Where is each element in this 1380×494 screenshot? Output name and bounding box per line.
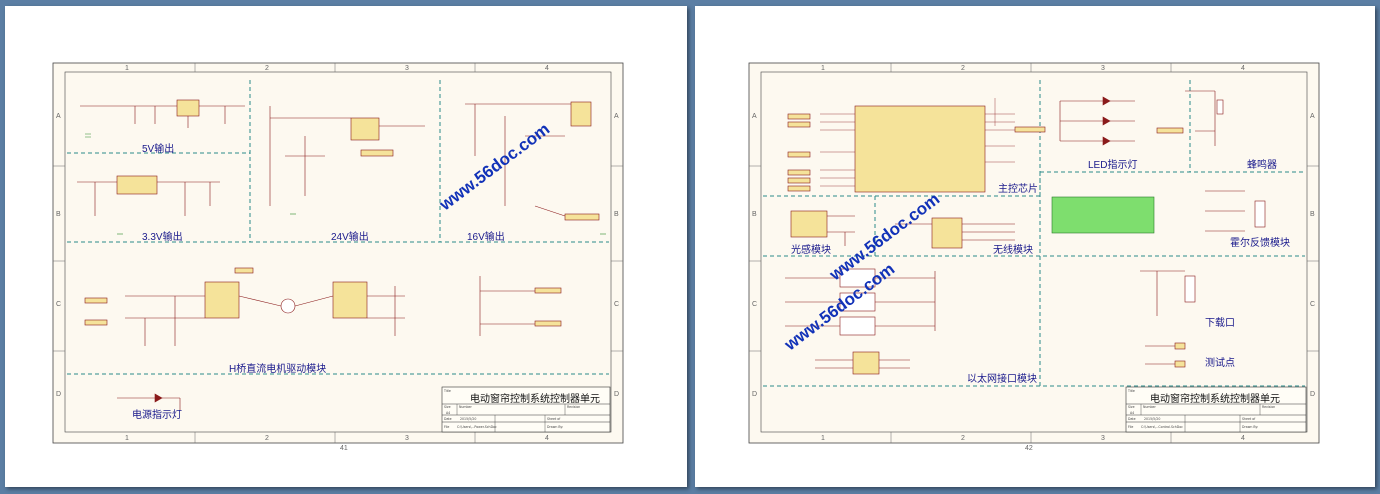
row-marker-c: C (56, 301, 61, 308)
drawn-by-caption: Drawn By: (1242, 425, 1258, 429)
drawing-title: 电动窗帘控制系统控制器单元 (470, 392, 600, 405)
schematic-power-sheet: 1 2 3 4 1 2 3 4 A B C D A B C D (52, 62, 624, 452)
title-caption: Title (443, 389, 451, 393)
date-value: 2015/5/20 (460, 417, 476, 421)
date-value: 2015/5/20 (1144, 417, 1160, 421)
row-marker-d-right: D (1310, 391, 1315, 398)
file-value: C:\Users\...Control.SchDoc (1141, 425, 1183, 429)
file-caption: File (1128, 425, 1133, 429)
row-marker-a: A (56, 113, 61, 120)
label-24v-output: 24V输出 (331, 230, 369, 243)
date-caption: Date (1128, 417, 1136, 421)
circuit-traces (77, 99, 600, 410)
col-marker-3-bottom: 3 (405, 435, 409, 442)
revision-caption: Revision (567, 405, 580, 409)
file-value: C:\Users\...Power.SchDoc (457, 425, 497, 429)
number-caption: Number (1143, 405, 1156, 409)
page-number-right: 42 (1025, 445, 1033, 452)
col-marker-2: 2 (265, 65, 269, 72)
drawing-title: 电动窗帘控制系统控制器单元 (1150, 392, 1280, 405)
col-marker-1-bottom: 1 (125, 435, 129, 442)
row-marker-c-right: C (614, 301, 619, 308)
label-h-bridge-module: H桥直流电机驱动模块 (229, 362, 326, 375)
label-main-chip: 主控芯片 (998, 182, 1038, 195)
drawn-by-caption: Drawn By: (547, 425, 563, 429)
label-3v3-output: 3.3V输出 (142, 230, 183, 243)
label-led-indicator: LED指示灯 (1088, 158, 1137, 171)
col-marker-4: 4 (1241, 65, 1245, 72)
col-marker-3: 3 (1101, 65, 1105, 72)
label-hall-feedback: 霍尔反馈模块 (1230, 236, 1290, 249)
label-ethernet: 以太网接口模块 (967, 372, 1037, 385)
row-marker-d: D (752, 391, 757, 398)
col-marker-1-bottom: 1 (821, 435, 825, 442)
sheet-caption: Sheet of (1242, 417, 1256, 421)
col-marker-2: 2 (961, 65, 965, 72)
label-wireless: 无线模块 (993, 243, 1033, 256)
label-download-port: 下载口 (1205, 317, 1235, 329)
col-marker-4: 4 (545, 65, 549, 72)
size-caption: Size (444, 405, 451, 409)
circuit-traces (785, 90, 1266, 375)
title-block-left: Title 电动窗帘控制系统控制器单元 Size A4 Number Revis… (441, 386, 611, 433)
col-marker-4-bottom: 4 (545, 435, 549, 442)
row-marker-b-right: B (1310, 211, 1315, 218)
schematic-control-sheet: 1 2 3 4 1 2 3 4 A B C D A B C D (748, 62, 1320, 452)
row-marker-a-right: A (614, 113, 619, 120)
col-marker-3: 3 (405, 65, 409, 72)
size-value: A4 (1130, 411, 1134, 415)
file-caption: File (444, 425, 449, 429)
page-number-left: 41 (340, 445, 348, 452)
label-buzzer: 蜂鸣器 (1247, 158, 1277, 171)
date-caption: Date (444, 417, 452, 421)
revision-caption: Revision (1262, 405, 1275, 409)
col-marker-4-bottom: 4 (1241, 435, 1245, 442)
row-marker-b: B (56, 211, 61, 218)
label-test-points: 测试点 (1205, 356, 1235, 369)
col-marker-2-bottom: 2 (265, 435, 269, 442)
row-marker-d: D (56, 391, 61, 398)
col-marker-1: 1 (125, 65, 129, 72)
title-block-right: Title 电动窗帘控制系统控制器单元 Size A4 Number Revis… (1125, 386, 1307, 433)
row-marker-b: B (752, 211, 757, 218)
size-caption: Size (1128, 405, 1135, 409)
label-power-indicator: 电源指示灯 (132, 408, 182, 421)
title-caption: Title (1127, 389, 1135, 393)
size-value: A4 (446, 411, 450, 415)
col-marker-1: 1 (821, 65, 825, 72)
label-light-sensor: 光感模块 (791, 243, 831, 256)
row-marker-c: C (752, 301, 757, 308)
sheet-caption: Sheet of (547, 417, 561, 421)
row-marker-a-right: A (1310, 113, 1315, 120)
row-marker-c-right: C (1310, 301, 1315, 308)
number-caption: Number (459, 405, 472, 409)
label-16v-output: 16V输出 (467, 230, 505, 243)
row-marker-d-right: D (614, 391, 619, 398)
row-marker-b-right: B (614, 211, 619, 218)
document-page-right: 1 2 3 4 1 2 3 4 A B C D A B C D (695, 6, 1375, 487)
col-marker-3-bottom: 3 (1101, 435, 1105, 442)
document-page-left: 1 2 3 4 1 2 3 4 A B C D A B C D (5, 6, 687, 487)
col-marker-2-bottom: 2 (961, 435, 965, 442)
label-5v-output: 5V输出 (142, 142, 174, 155)
row-marker-a: A (752, 113, 757, 120)
